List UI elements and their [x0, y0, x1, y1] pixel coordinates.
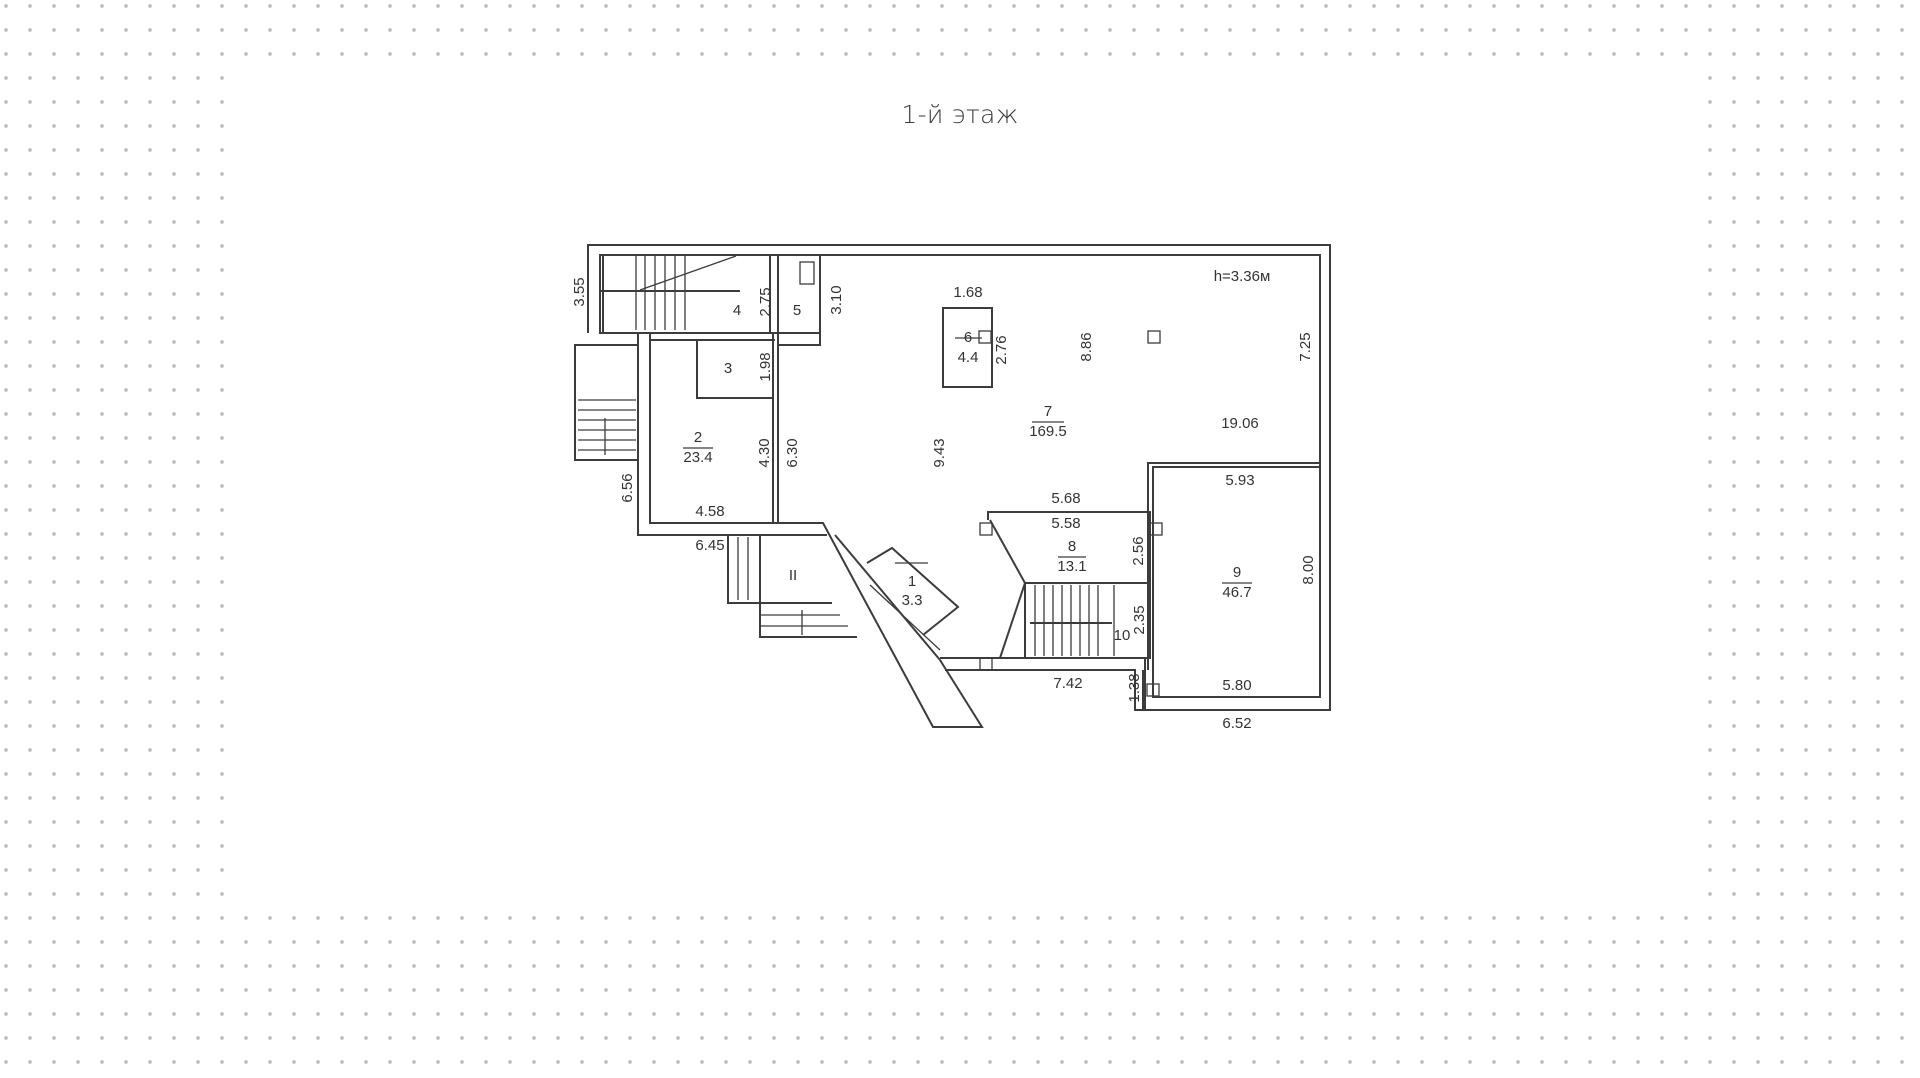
dimension: 7.25: [1297, 332, 1314, 361]
walls: [574, 244, 1331, 728]
column: [1147, 330, 1161, 344]
dimension: 4.58: [695, 503, 724, 520]
toilet-icon: [799, 261, 815, 285]
dimension: 9.43: [931, 438, 948, 467]
stair-10: [1030, 585, 1115, 656]
dimension: 6.30: [784, 438, 801, 467]
dimension: 1.68: [953, 284, 982, 301]
room-number: 2: [694, 429, 702, 446]
room-area: 169.5: [1029, 423, 1067, 440]
dimension: 1.98: [757, 352, 774, 381]
dimension: 2.75: [757, 287, 774, 316]
dimension: 5.80: [1222, 677, 1251, 694]
dimension: 6.45: [695, 537, 724, 554]
dimension: 5.93: [1225, 472, 1254, 489]
dimension: 3.10: [828, 285, 845, 314]
dimension: 19.06: [1221, 415, 1259, 432]
room-number: 10: [1114, 627, 1131, 644]
entrance-label: II: [789, 567, 797, 584]
dimension: 2.76: [993, 335, 1010, 364]
room-1: [866, 546, 960, 636]
dimension: 6.52: [1222, 715, 1251, 732]
dimension: 8.00: [1300, 555, 1317, 584]
left-stair: [574, 344, 639, 461]
dimension: 2.56: [1130, 536, 1147, 565]
dimension: 2.35: [1131, 605, 1148, 634]
floor-title: 1-й этаж: [901, 100, 1019, 129]
room-number: 3: [724, 360, 732, 377]
room-area: 46.7: [1222, 584, 1251, 601]
dimension: 4.30: [756, 438, 773, 467]
room-area: 23.4: [683, 449, 712, 466]
room-area: 13.1: [1057, 558, 1086, 575]
content-panel: [230, 66, 1690, 912]
room-number: 8: [1068, 538, 1076, 555]
dimension: 3.55: [571, 277, 588, 306]
dimension: 7.42: [1053, 675, 1082, 692]
dimension: 5.58: [1051, 515, 1080, 532]
dimension: 8.86: [1078, 332, 1095, 361]
room-area: 3.3: [902, 592, 923, 609]
ceiling-height: h=3.36м: [1214, 268, 1271, 285]
room-number: 9: [1233, 564, 1241, 581]
dimension: 5.68: [1051, 490, 1080, 507]
room-number: 1: [908, 573, 916, 590]
room-number: 5: [793, 302, 801, 319]
room-area: 4.4: [958, 349, 979, 366]
dimension: 6.56: [619, 473, 636, 502]
dimension: 1.38: [1126, 673, 1143, 702]
room-number: 4: [733, 302, 741, 319]
room-number: 7: [1044, 403, 1052, 420]
